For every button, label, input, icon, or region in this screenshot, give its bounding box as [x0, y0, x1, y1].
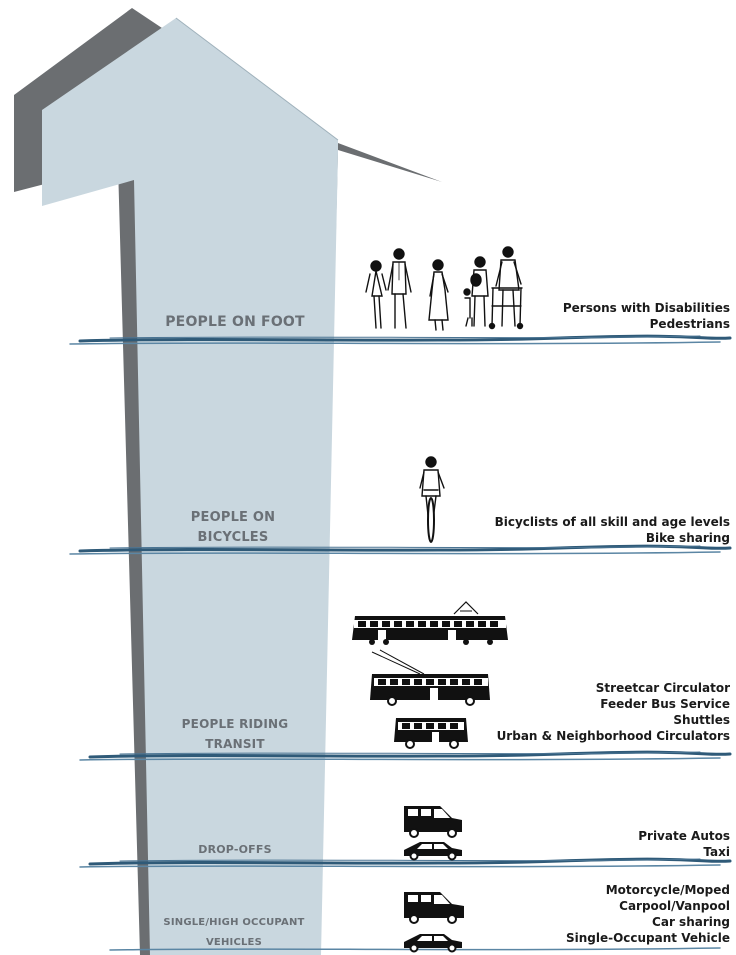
separator-line-dropoffs — [80, 859, 730, 867]
separator-line-foot — [70, 336, 730, 344]
level-items-vehicles: Motorcycle/Moped Carpool/Vanpool Car sha… — [566, 882, 730, 946]
level-item: Taxi — [638, 844, 730, 860]
priority-arrow — [42, 18, 338, 955]
separator-line-bicycles — [70, 546, 730, 554]
level-item: Private Autos — [638, 828, 730, 844]
level-items-drop-offs: Private Autos Taxi — [638, 828, 730, 860]
level-label-people-riding-transit: PEOPLE RIDING TRANSIT — [170, 714, 300, 754]
level-item: Bicyclists of all skill and age levels — [495, 514, 730, 530]
level-item: Motorcycle/Moped — [566, 882, 730, 898]
level-item: Pedestrians — [563, 316, 730, 332]
level-item: Persons with Disabilities — [563, 300, 730, 316]
pedestrian-woman-dress-icon — [429, 260, 448, 330]
level-items-people-on-bicycles: Bicyclists of all skill and age levels B… — [495, 514, 730, 546]
person-with-walker-icon — [490, 247, 523, 329]
level-item: Streetcar Circulator — [497, 680, 730, 696]
level-label-single-high-occupant-vehicles: SINGLE/HIGH OCCUPANT VEHICLES — [160, 913, 308, 953]
level-item: Car sharing — [566, 914, 730, 930]
level-item: Carpool/Vanpool — [566, 898, 730, 914]
level-item: Single-Occupant Vehicle — [566, 930, 730, 946]
pedestrian-man-icon — [388, 249, 411, 328]
trolleybus-icon — [370, 650, 490, 705]
level-item: Feeder Bus Service — [497, 696, 730, 712]
level-items-people-riding-transit: Streetcar Circulator Feeder Bus Service … — [497, 680, 730, 744]
level-label-people-on-bicycles: PEOPLE ON BICYCLES — [178, 508, 288, 548]
level-item: Shuttles — [497, 712, 730, 728]
streetcar-icon — [352, 602, 508, 645]
level-label-people-on-foot: PEOPLE ON FOOT — [150, 315, 320, 330]
shuttle-bus-icon — [394, 718, 468, 748]
level-item: Bike sharing — [495, 530, 730, 546]
parent-with-child-icon — [464, 257, 488, 326]
pedestrian-woman-icon — [366, 261, 386, 328]
level-label-drop-offs: DROP-OFFS — [150, 844, 320, 856]
sedan-icon — [404, 842, 462, 860]
van-icon — [404, 892, 464, 923]
level-items-people-on-foot: Persons with Disabilities Pedestrians — [563, 300, 730, 332]
level-item: Urban & Neighborhood Circulators — [497, 728, 730, 744]
cyclist-icon — [420, 457, 444, 542]
van-icon — [404, 806, 462, 837]
pedestrians-icon-group — [366, 247, 523, 330]
